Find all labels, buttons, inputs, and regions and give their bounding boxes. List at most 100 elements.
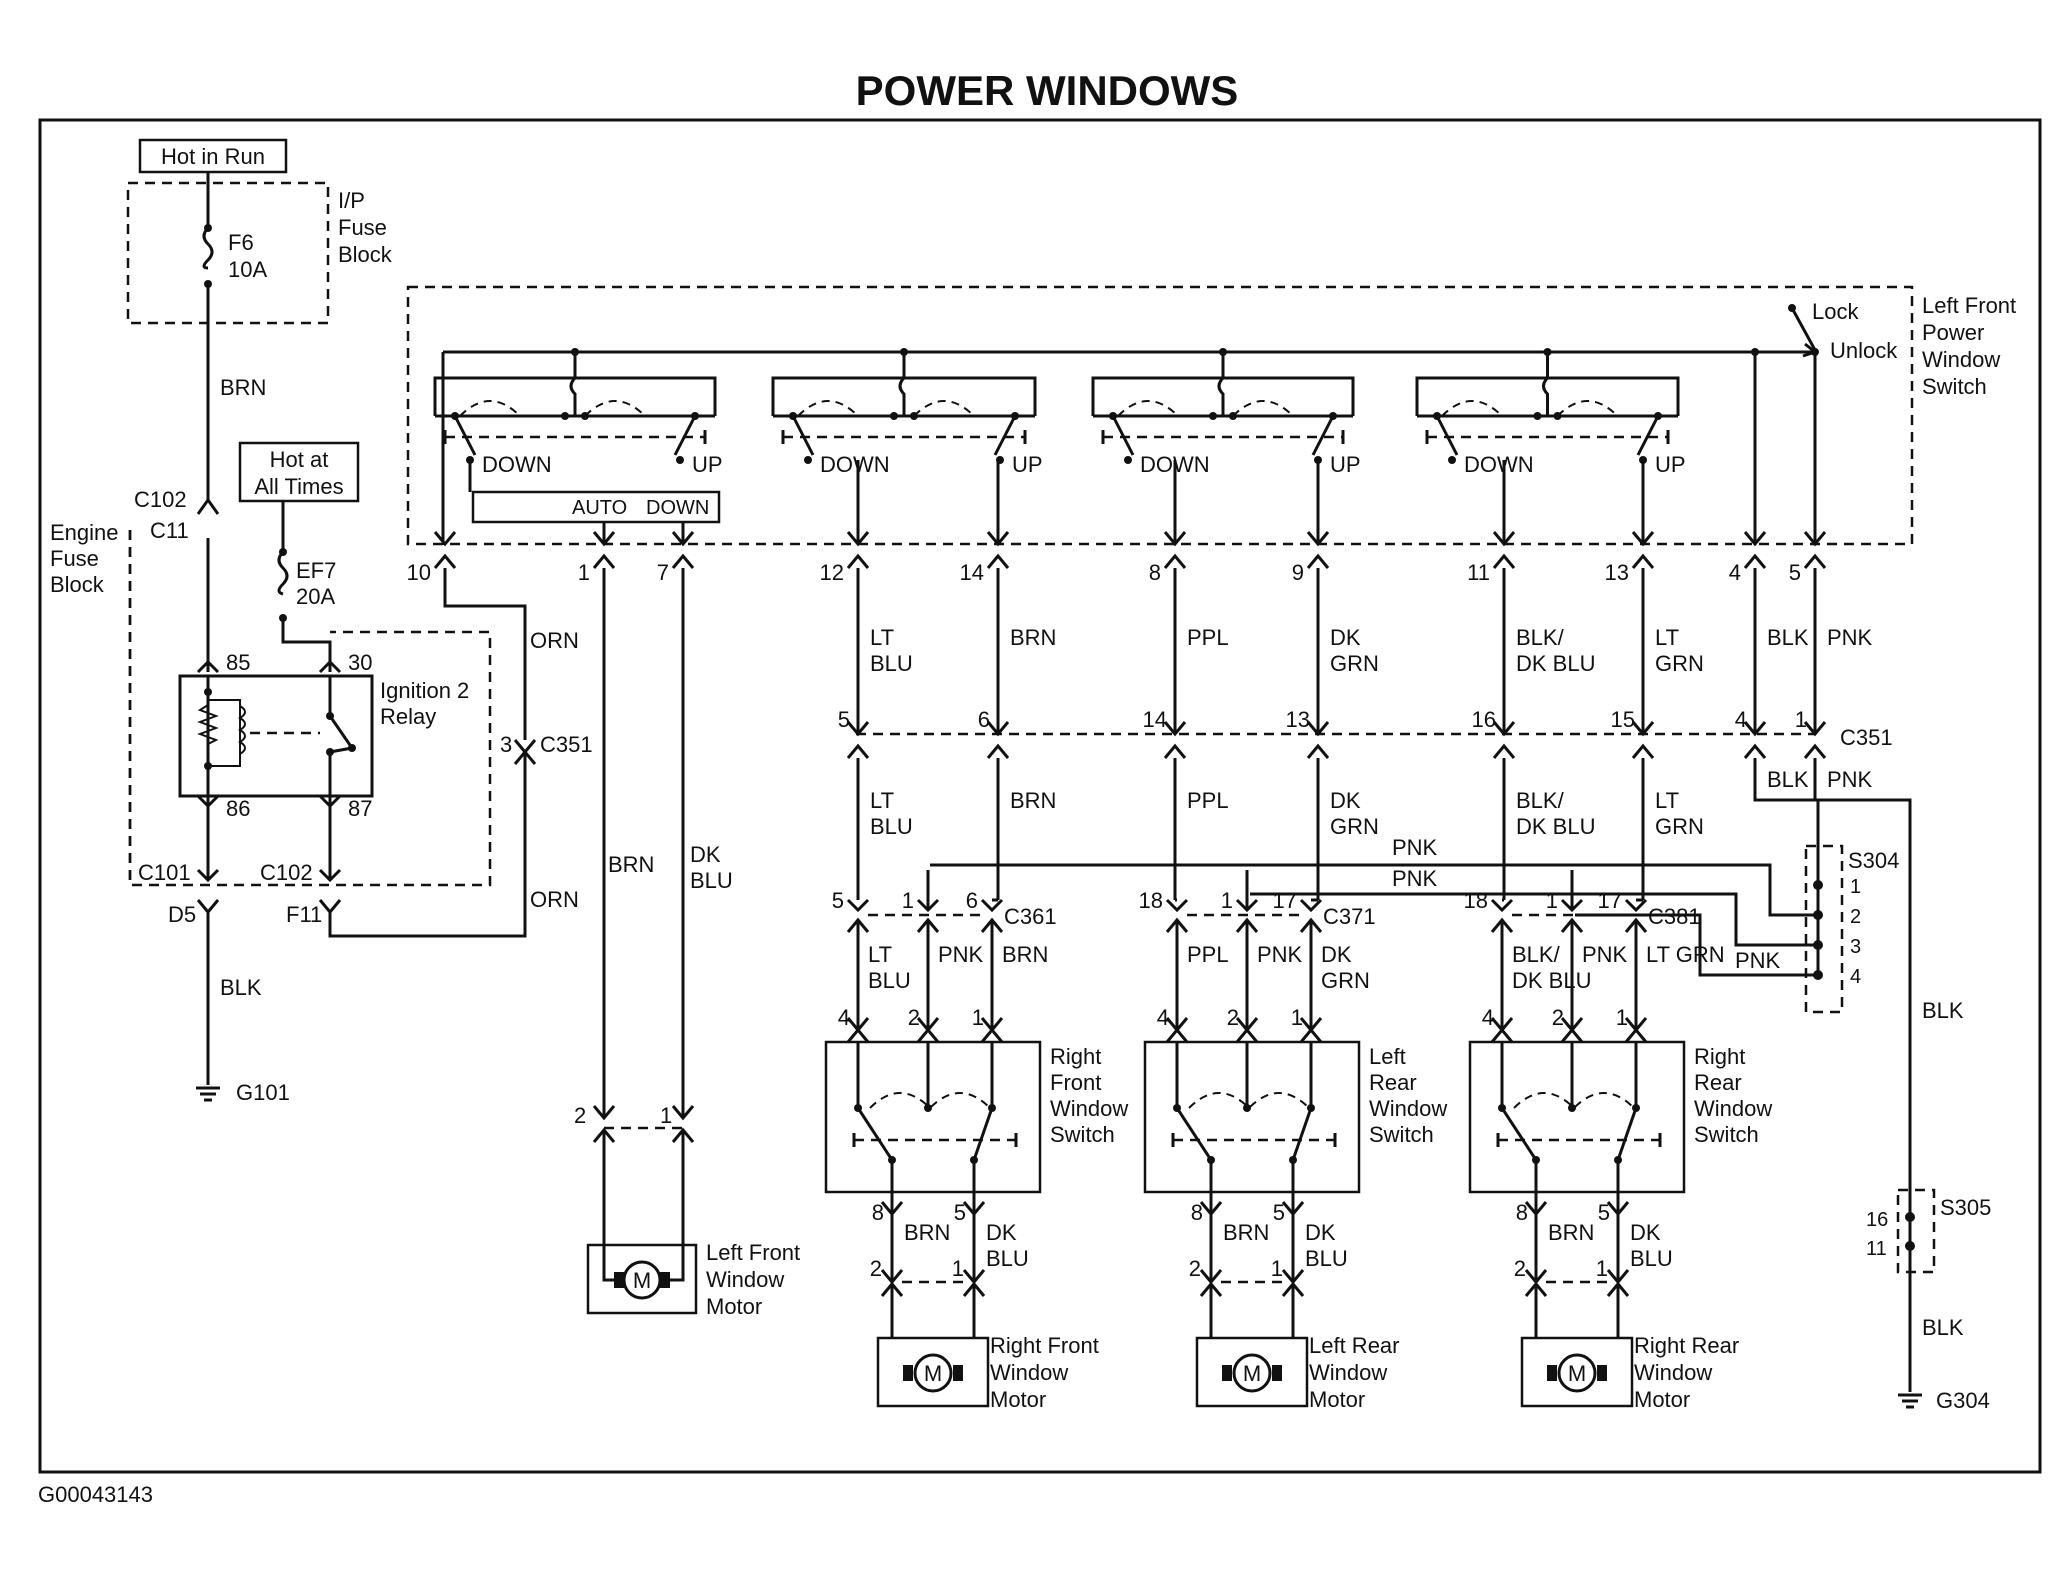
lf-motor-wire-brn: BRN <box>608 852 654 877</box>
sub-2-motor-icon: M <box>1547 1353 1607 1393</box>
left-front-motor-icon: M <box>614 1260 670 1300</box>
sub-1-conn-pin-0: 18 <box>1139 888 1163 913</box>
sub-1-motor-pin-0: 2 <box>1189 1256 1201 1281</box>
ip-fuse-block-label: I/P Fuse Block <box>338 188 393 267</box>
relay-pin-87: 87 <box>348 796 372 821</box>
connector-c351-label: C351 <box>1840 725 1893 750</box>
sub-2-motor-box <box>1520 1336 1634 1408</box>
svg-text:DK BLU: DK BLU <box>1516 651 1595 676</box>
svg-text:Window: Window <box>1309 1360 1387 1385</box>
master-switch-label: Left Front Power Window Switch <box>1922 293 2016 399</box>
svg-text:Block: Block <box>50 572 105 597</box>
s304-pin-3: 3 <box>1850 936 1861 958</box>
svg-text:Rear: Rear <box>1694 1070 1742 1095</box>
relay-resistor-icon <box>197 704 219 745</box>
sub-0-motor-name: Right Front <box>990 1333 1099 1358</box>
up-label-1: UP <box>1012 452 1043 477</box>
page-title: POWER WINDOWS <box>856 67 1239 114</box>
connector-c381: C381 <box>1648 904 1701 929</box>
svg-text:DK BLU: DK BLU <box>1516 814 1595 839</box>
wire-lower-6: BLK <box>1767 767 1809 792</box>
engine-fuse-block-label: Engine Fuse Block <box>50 520 119 597</box>
sub-2-motor-pin-1: 1 <box>1596 1256 1608 1281</box>
sub-1-switch-box <box>1143 1040 1361 1194</box>
master-pin-13: 13 <box>1605 560 1629 585</box>
sub-0-wire-1: PNK <box>938 942 984 967</box>
hot-in-run-box <box>138 138 288 174</box>
svg-text:Window: Window <box>1694 1096 1772 1121</box>
sub-0-wire-0: LT <box>868 942 892 967</box>
svg-text:Motor: Motor <box>1634 1387 1690 1412</box>
svg-text:BLU: BLU <box>986 1246 1029 1271</box>
engine-fuse-block <box>128 530 492 887</box>
splice-s304 <box>1804 844 1844 1014</box>
connector-c102-top: C102 <box>134 487 187 512</box>
svg-text:Window: Window <box>990 1360 1068 1385</box>
lock-label: Lock <box>1812 299 1859 324</box>
up-label-0: UP <box>692 452 723 477</box>
sub-2-conn-pin-0: 18 <box>1464 888 1488 913</box>
wire-lower-2: PPL <box>1187 788 1229 813</box>
s304-pin-2: 2 <box>1850 906 1861 928</box>
master-pin-10: 10 <box>407 560 431 585</box>
svg-text:Motor: Motor <box>990 1387 1046 1412</box>
sub-0-pin-1: 2 <box>908 1005 920 1030</box>
wire-lower-5: LT <box>1655 788 1679 813</box>
auto-down-module <box>471 490 721 524</box>
unlock-label: Unlock <box>1830 338 1898 363</box>
ground-g304-label: G304 <box>1936 1388 1990 1413</box>
lf-motor-pin-1: 1 <box>660 1103 672 1128</box>
sub-2-out-wire-0: BRN <box>1548 1220 1594 1245</box>
ignition-2-relay-label: Ignition 2 <box>380 678 469 703</box>
splice-s304-label: S304 <box>1848 848 1899 873</box>
wire-upper-2: PPL <box>1187 625 1229 650</box>
sub-0-pin-2: 1 <box>972 1005 984 1030</box>
fuse-f6-icon <box>202 226 214 270</box>
connector-c11: C11 <box>150 518 189 543</box>
wire-orn-lower: ORN <box>530 887 579 912</box>
s304-pin-4: 4 <box>1850 966 1861 988</box>
sub-2-pin-0: 4 <box>1482 1005 1494 1030</box>
pnk-bus-3 <box>1575 913 1818 977</box>
master-pin-9: 9 <box>1292 560 1304 585</box>
wire-blk-ground: BLK <box>1922 1315 1964 1340</box>
pnk-label-2: PNK <box>1392 866 1438 891</box>
svg-text:Left Front: Left Front <box>1922 293 2016 318</box>
svg-text:BLU: BLU <box>870 814 913 839</box>
figure-id: G00043143 <box>38 1482 153 1507</box>
svg-text:M: M <box>633 1268 651 1293</box>
fuse-f6-label: F6 <box>228 230 254 255</box>
hot-at-all-times-label: Hot at <box>270 447 329 472</box>
master-pin-8: 8 <box>1149 560 1161 585</box>
wire-upper-4: BLK/ <box>1516 625 1565 650</box>
svg-text:Window: Window <box>1050 1096 1128 1121</box>
sub-0-pin-0: 4 <box>838 1005 850 1030</box>
svg-text:Window: Window <box>706 1267 784 1292</box>
svg-text:Relay: Relay <box>380 704 436 729</box>
wire-orn-upper: ORN <box>530 628 579 653</box>
sub-2-switch-box <box>1468 1040 1686 1194</box>
sub-1-wire-1: PNK <box>1257 942 1303 967</box>
c351-pin-13: 13 <box>1286 707 1310 732</box>
splice-s305-label: S305 <box>1940 1195 1991 1220</box>
svg-text:Fuse: Fuse <box>50 546 99 571</box>
sub-1-motor-pin-1: 1 <box>1271 1256 1283 1281</box>
sub-2-pin-1: 2 <box>1552 1005 1564 1030</box>
sub-0-motor-pin-0: 2 <box>870 1256 882 1281</box>
c351-pin-5: 5 <box>838 707 850 732</box>
lf-motor-name: Left Front <box>706 1240 800 1265</box>
connector-c371: C371 <box>1323 904 1376 929</box>
left-front-window-motor-box <box>586 1243 698 1315</box>
wire-blk-c351: BLK <box>1922 998 1964 1023</box>
svg-text:GRN: GRN <box>1330 814 1379 839</box>
wire-lower-0: LT <box>870 788 894 813</box>
hot-at-all-times-box <box>238 441 360 503</box>
